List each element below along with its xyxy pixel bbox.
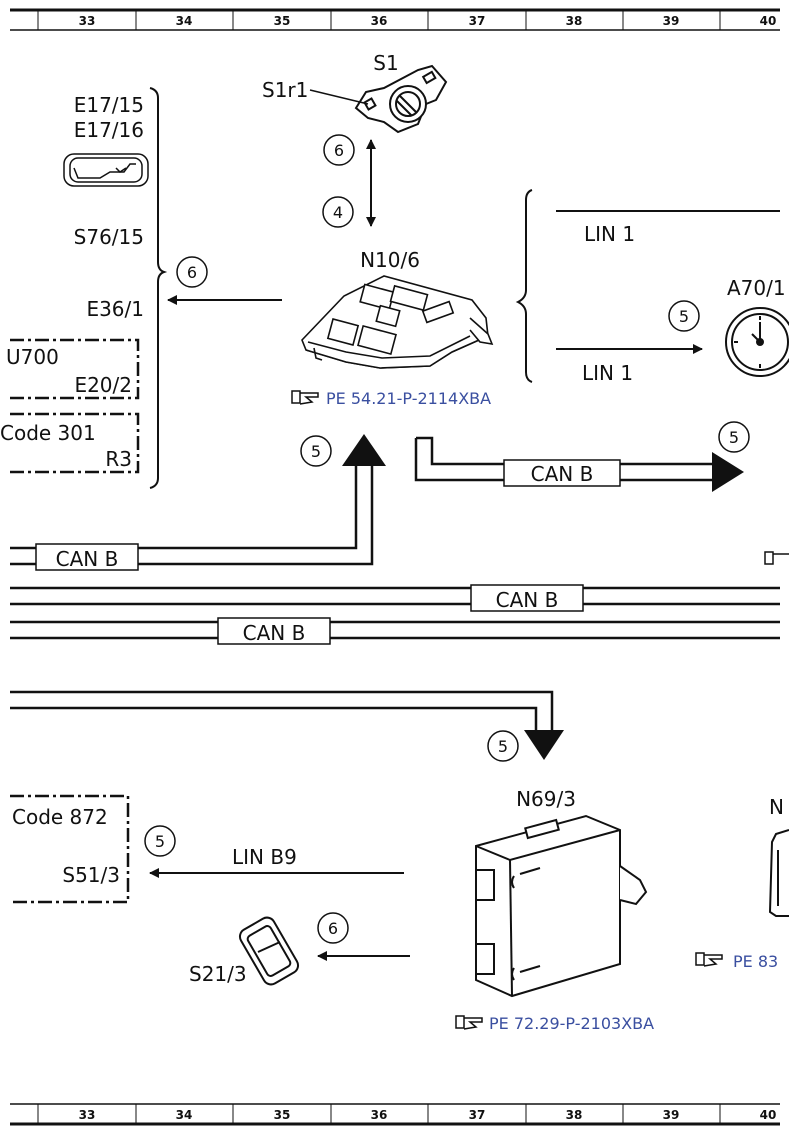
ruler-col-36-bottom: 36 [371,1108,388,1122]
step-circle-5c: 5 [718,421,750,453]
label-s76-15: S76/15 [74,225,144,249]
label-n-partial: N [769,795,784,819]
partial-module-icon [768,829,789,917]
sam-module-icon [301,275,494,369]
reference-right[interactable]: PE 83 [695,952,778,971]
ruler-col-37-bottom: 37 [469,1108,486,1122]
svg-text:CAN B: CAN B [496,588,559,612]
label-lin1-top: LIN 1 [584,222,635,246]
optional-box-code872: Code 872 S51/3 [10,794,130,904]
label-linb9: LIN B9 [232,845,297,869]
ruler-col-38: 38 [566,14,583,28]
ruler-col-39: 39 [663,14,680,28]
ruler-col-34-bottom: 34 [176,1108,193,1122]
canb-bus-through-1 [10,586,780,606]
label-lin1-bottom: LIN 1 [582,361,633,385]
step-circle-5b: 5 [668,300,700,332]
reference-link-n10[interactable]: PE 54.21-P-2114XBA [326,389,491,408]
label-e36-1: E36/1 [86,297,144,321]
svg-text:Code 301: Code 301 [0,421,96,445]
label-e17-15: E17/15 [74,93,144,117]
door-module-icon [475,814,648,998]
step-circle-6c: 6 [317,912,349,944]
ruler-col-36: 36 [371,14,388,28]
svg-text:S51/3: S51/3 [62,863,120,887]
svg-text:5: 5 [498,737,508,756]
leader-s1r1 [309,89,369,105]
svg-text:6: 6 [334,141,344,160]
hand-pointer-icon [291,390,319,405]
svg-text:5: 5 [311,442,321,461]
step-circle-4: 4 [322,196,354,228]
step-circle-6a: 6 [323,134,355,166]
ignition-lock-icon [354,64,448,134]
canb-bus-through-2 [10,620,780,640]
svg-text:U700: U700 [6,345,59,369]
reference-n69[interactable]: PE 72.29-P-2103XBA [455,1014,654,1033]
reference-link-n69[interactable]: PE 72.29-P-2103XBA [489,1014,654,1033]
arrow-canb-up [342,434,386,466]
bus-label-canb-mid2: CAN B [217,617,331,645]
clock-icon [725,307,789,377]
arrow-canb-right [712,452,744,492]
label-n10-6: N10/6 [360,248,420,272]
label-e17-16: E17/16 [74,118,144,142]
top-ruler: 33 34 35 36 37 38 39 40 [10,8,780,31]
ruler-col-33-bottom: 33 [79,1108,96,1122]
svg-text:6: 6 [328,919,338,938]
step-circle-5a: 5 [300,435,332,467]
hand-pointer-icon [455,1015,483,1030]
svg-text:6: 6 [187,263,197,282]
svg-text:CAN B: CAN B [531,462,594,486]
bottom-ruler: 33 34 35 36 37 38 39 40 [10,1103,780,1126]
canb-bus-to-n69 [10,690,554,732]
switch-icon [238,916,300,986]
svg-text:E20/2: E20/2 [74,373,132,397]
svg-text:4: 4 [333,203,343,222]
arrow-canb-down [524,730,564,760]
svg-text:Code 872: Code 872 [12,805,108,829]
svg-text:R3: R3 [105,447,132,471]
svg-text:5: 5 [155,832,165,851]
svg-text:CAN B: CAN B [243,621,306,645]
bus-label-canb-mid1: CAN B [470,584,584,612]
bracket-lin1 [515,189,533,383]
label-s1: S1 [373,51,398,75]
ruler-col-35-bottom: 35 [274,1108,291,1122]
ruler-col-33: 33 [79,14,96,28]
lamp-icon [63,153,149,187]
ruler-col-37: 37 [469,14,486,28]
reference-link-right[interactable]: PE 83 [733,952,778,971]
svg-text:CAN B: CAN B [56,547,119,571]
optional-box-code301: Code 301 R3 [0,412,140,474]
ruler-col-35: 35 [274,14,291,28]
bus-label-canb-left: CAN B [35,543,139,571]
bracket-left-group [149,87,168,489]
ruler-col-40-bottom: 40 [760,1108,777,1122]
ruler-col-38-bottom: 38 [566,1108,583,1122]
reference-n10[interactable]: PE 54.21-P-2114XBA [291,389,491,408]
label-n69-3: N69/3 [516,787,576,811]
bus-label-canb-n10: CAN B [503,459,621,487]
step-circle-6b: 6 [176,256,208,288]
hand-pointer-icon [764,551,789,565]
svg-text:5: 5 [679,307,689,326]
ruler-col-40: 40 [760,14,777,28]
optional-box-u700: U700 E20/2 [6,338,140,400]
ruler-col-34: 34 [176,14,193,28]
step-circle-5d: 5 [487,730,519,762]
label-s21-3: S21/3 [189,962,247,986]
label-a70: A70/1 [727,276,786,300]
step-circle-5e: 5 [144,825,176,857]
ruler-col-39-bottom: 39 [663,1108,680,1122]
label-s1r1: S1r1 [262,78,308,102]
svg-text:5: 5 [729,428,739,447]
hand-pointer-icon [695,952,723,967]
